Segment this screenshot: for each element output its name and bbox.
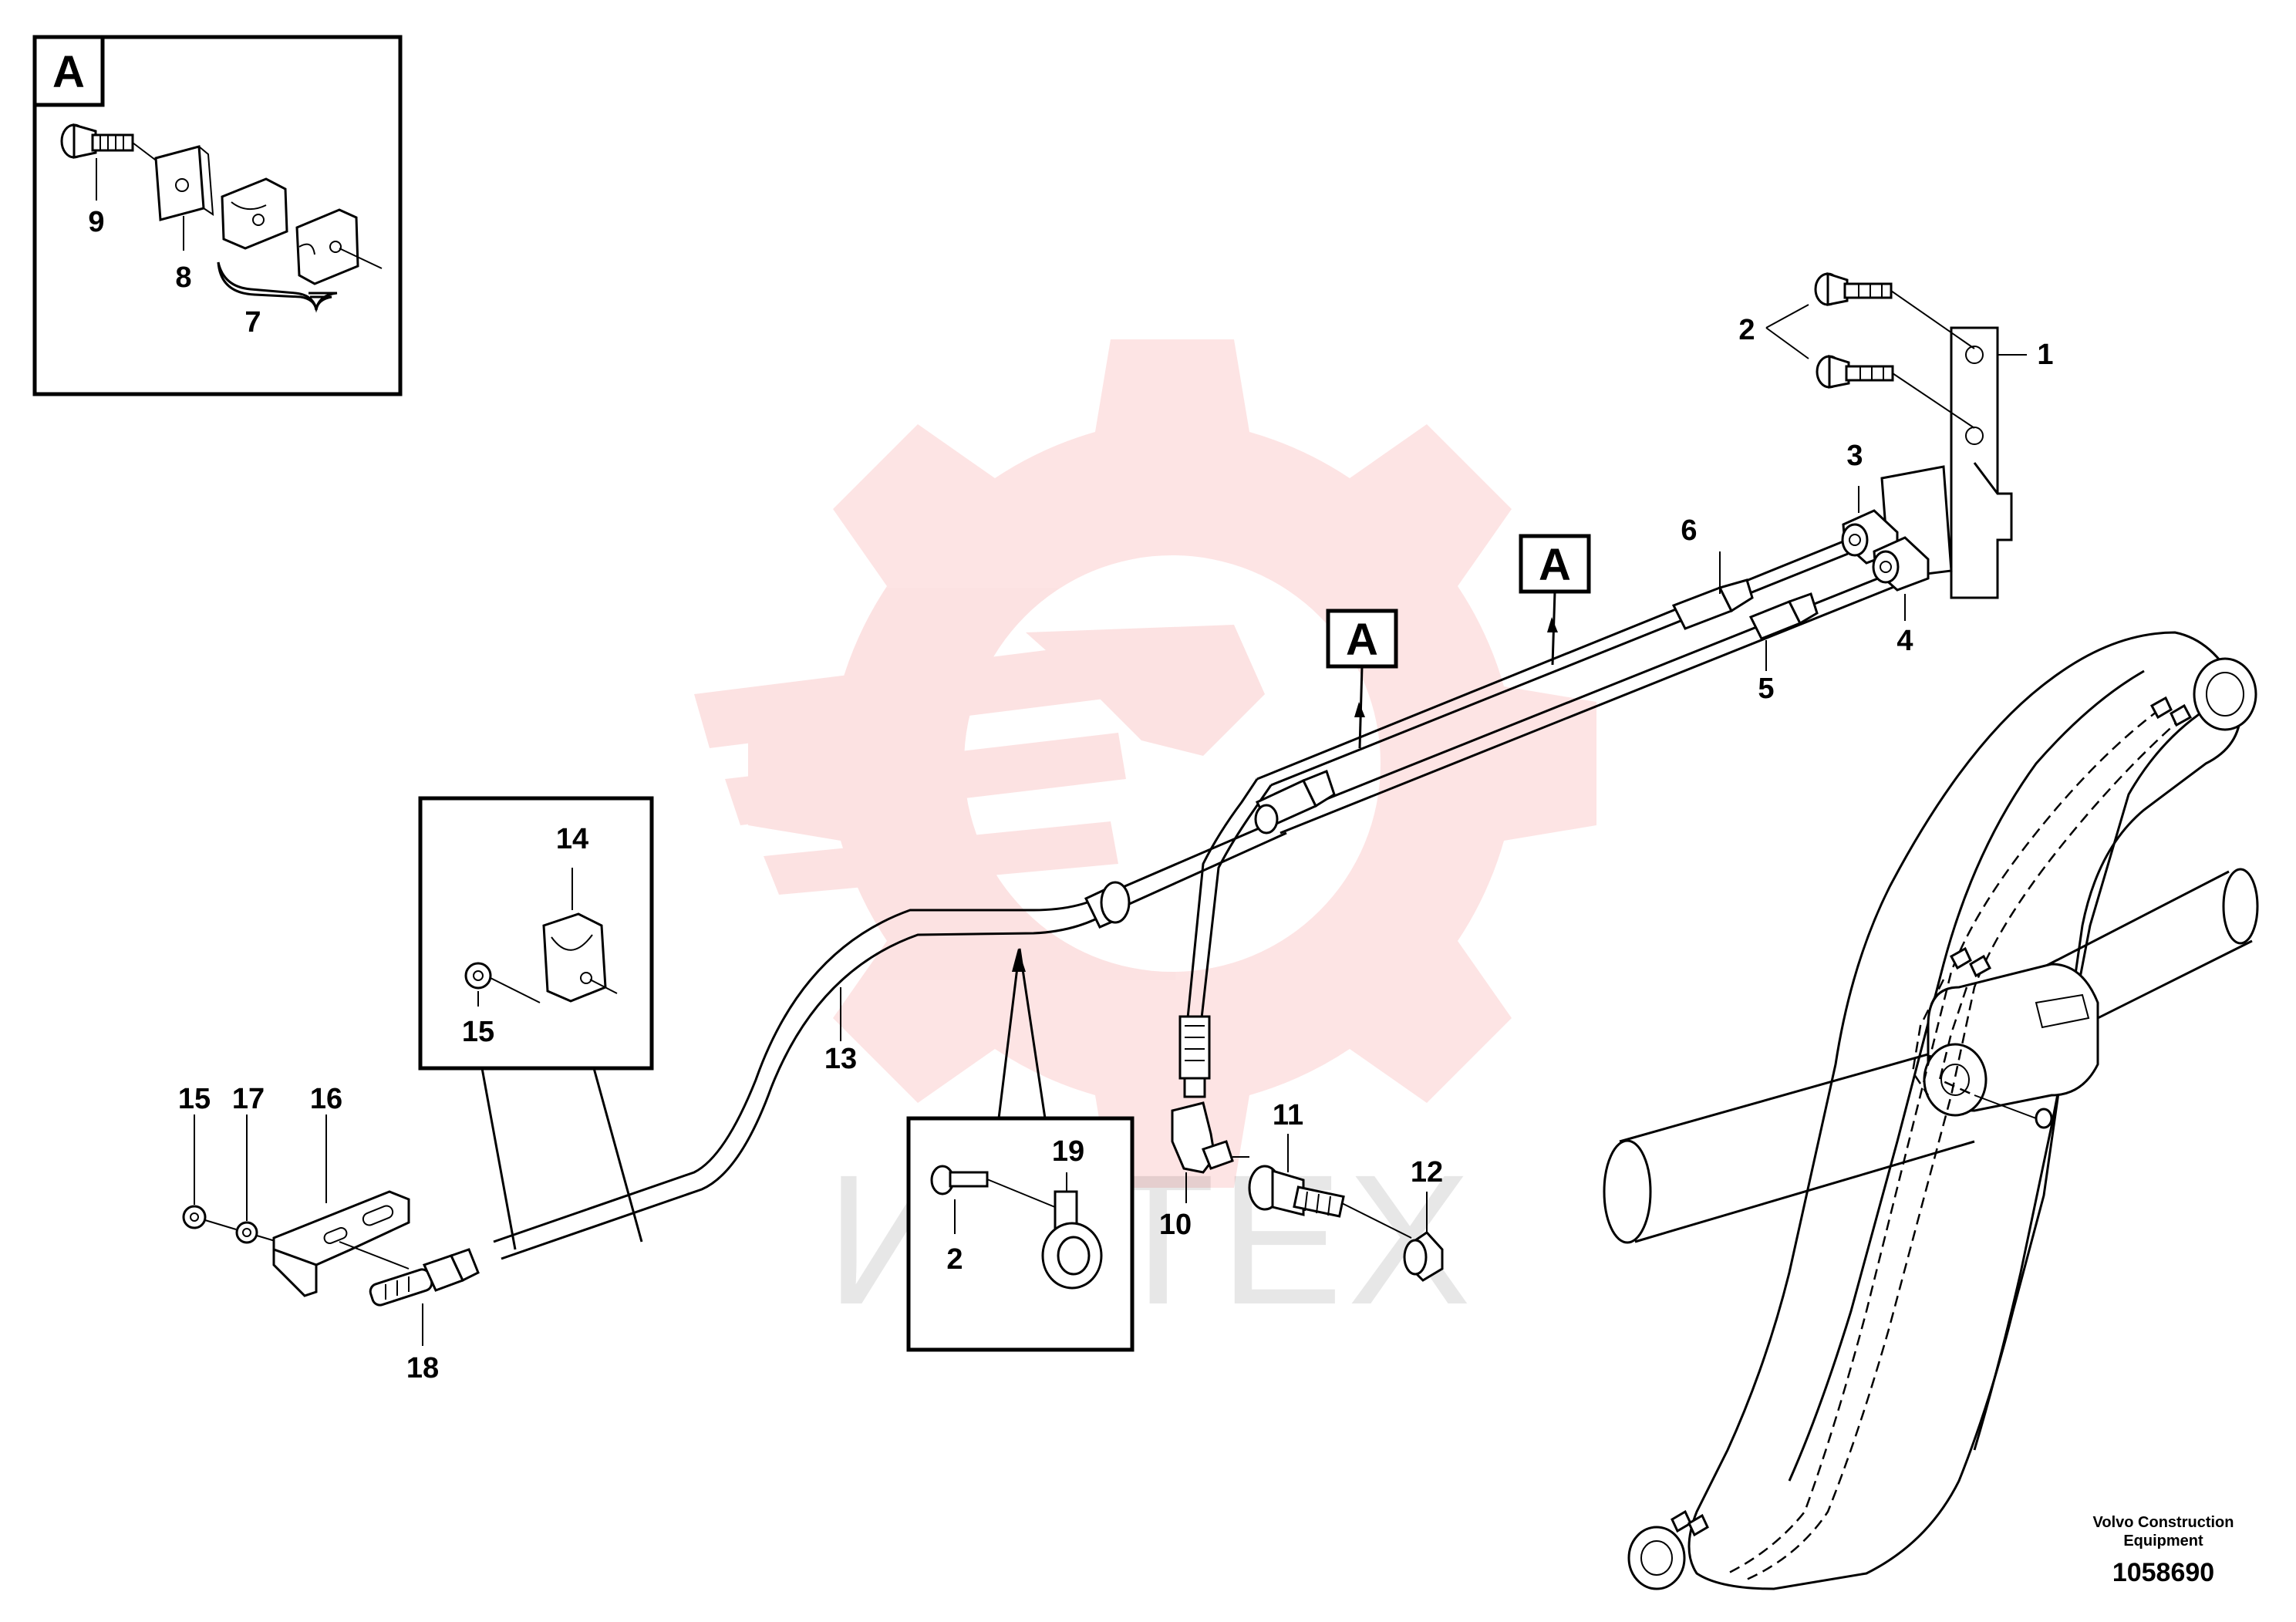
label-15: 15 xyxy=(178,1083,211,1115)
label-4: 4 xyxy=(1896,625,1913,657)
inset-clamp-detail: 14 15 xyxy=(418,796,654,1250)
label-8: 8 xyxy=(175,261,191,294)
hydraulic-lines xyxy=(493,540,1904,1260)
bolt-2-upper-icon xyxy=(1814,271,1975,349)
washer-17-icon xyxy=(235,1221,258,1244)
fitting-5-icon xyxy=(1748,592,1819,640)
callout-a-upper: A xyxy=(1519,534,1591,666)
hose-clip-19-icon xyxy=(1041,1190,1103,1290)
label-16: 16 xyxy=(310,1083,342,1115)
fitting-11-icon xyxy=(1248,1165,1412,1239)
plate-8-icon xyxy=(154,145,214,221)
label-2-inset: 2 xyxy=(946,1243,963,1276)
svg-text:A: A xyxy=(1346,615,1378,665)
elbow-10-icon xyxy=(1171,1101,1249,1174)
fitting-18-icon xyxy=(369,1248,480,1307)
clamp-half-icon xyxy=(221,177,288,250)
clamp-block-14-icon xyxy=(542,912,618,1003)
fitting-6-icon xyxy=(1671,578,1754,630)
pipe-coupling-icon xyxy=(1254,770,1336,835)
label-15-inset: 15 xyxy=(462,1016,494,1048)
svg-text:A: A xyxy=(1539,540,1571,590)
callout-labels: 1 2 3 4 5 6 10 11 12 13 15 16 17 18 xyxy=(178,314,2054,1384)
label-1: 1 xyxy=(2037,339,2053,371)
drawing-number: 1058690 xyxy=(2112,1558,2214,1587)
label-11: 11 xyxy=(1273,1099,1303,1131)
bolt-2-lower-icon xyxy=(1816,354,1975,429)
label-17: 17 xyxy=(232,1083,265,1115)
clamp-block-icon xyxy=(295,208,383,285)
label-7: 7 xyxy=(244,306,261,339)
hose-coupling-icon xyxy=(1084,881,1131,929)
publisher-credit: Volvo Construction Equipment 1058690 xyxy=(2093,1514,2234,1587)
washer-15-icon xyxy=(464,962,492,990)
bolt-2-inset-icon xyxy=(930,1165,1065,1212)
bracket-1-icon xyxy=(1880,326,2013,599)
label-14: 14 xyxy=(556,823,588,855)
label-13: 13 xyxy=(824,1043,857,1075)
credit-line-1: Volvo Construction xyxy=(2093,1514,2234,1531)
callout-a-lower: A xyxy=(1326,609,1398,749)
label-2: 2 xyxy=(1738,314,1755,346)
label-3: 3 xyxy=(1846,440,1863,472)
credit-line-2: Equipment xyxy=(2123,1533,2203,1549)
label-18: 18 xyxy=(406,1352,439,1384)
bracket-16-icon xyxy=(272,1190,410,1297)
label-9: 9 xyxy=(88,206,104,238)
boom-arm-drawing xyxy=(1603,631,2259,1590)
inset-hose-clip-detail: 19 2 xyxy=(906,948,1135,1352)
inset-a-badge xyxy=(32,35,105,107)
inset-a-detail: A xyxy=(32,35,403,396)
label-6: 6 xyxy=(1681,514,1697,547)
label-19: 19 xyxy=(1052,1135,1084,1168)
washer-15-lower-icon xyxy=(182,1205,207,1229)
inset-a-letter: A xyxy=(52,47,85,97)
label-5: 5 xyxy=(1758,673,1774,705)
bolt-9-icon xyxy=(60,123,159,163)
cap-12-icon xyxy=(1403,1231,1444,1282)
watermark-gear-logo xyxy=(694,339,1596,1188)
label-10: 10 xyxy=(1159,1209,1192,1241)
fitting-4-icon xyxy=(1872,536,1930,592)
label-12: 12 xyxy=(1411,1156,1443,1189)
